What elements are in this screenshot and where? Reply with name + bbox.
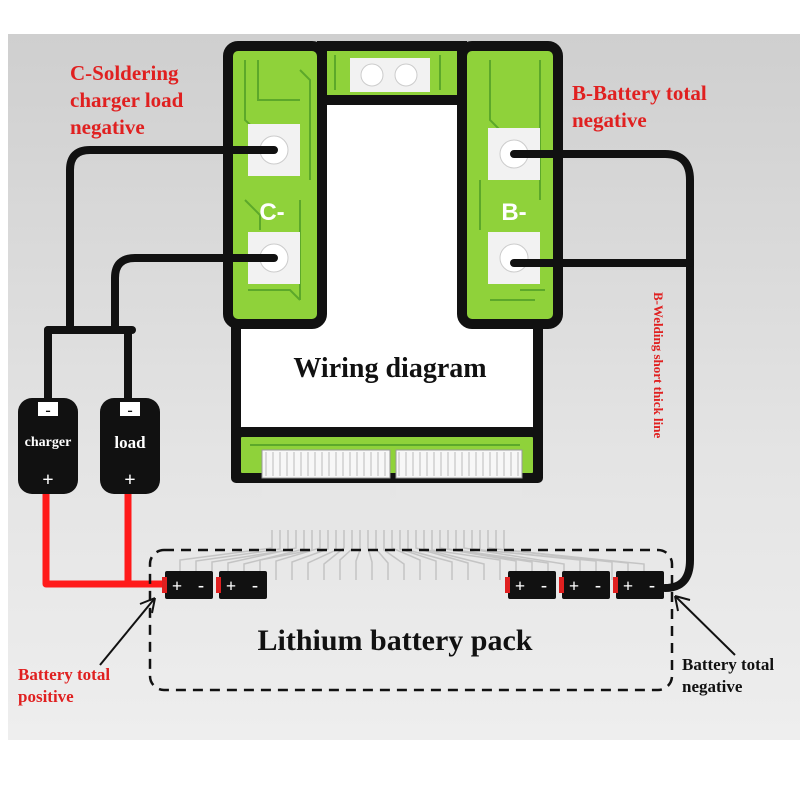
- cell-terminal: [505, 577, 510, 593]
- cell-negative-symbol: -: [252, 575, 258, 595]
- b-minus-label: B-: [501, 199, 526, 226]
- battery-negative-line-2: negative: [682, 677, 743, 696]
- cell-terminal: [162, 577, 167, 593]
- balance-lead: [423, 530, 485, 580]
- load-label: load: [114, 433, 146, 452]
- cell-positive-symbol: +: [569, 576, 579, 596]
- load-device: - load +: [100, 398, 160, 494]
- balance-lead: [291, 530, 329, 580]
- charger-label: charger: [25, 435, 72, 450]
- charger-pos-symbol: +: [42, 469, 53, 491]
- battery-positive-line-2: positive: [18, 687, 74, 706]
- load-neg-symbol: -: [127, 402, 132, 419]
- b-battery-total-negative-label: B-Battery total negative: [572, 81, 712, 132]
- pad-top-middle: [350, 58, 430, 92]
- balance-lead: [179, 530, 273, 580]
- wire-c-top: [66, 146, 278, 334]
- balance-lead: [391, 530, 421, 580]
- c-soldering-line-2: charger load: [70, 88, 184, 112]
- balance-lead: [399, 530, 437, 580]
- cell-body: [508, 571, 556, 599]
- battery-positive-line-1: Battery total: [18, 665, 110, 684]
- wire-b-top: [510, 150, 694, 592]
- b-welding-label: B-Welding short thick line: [651, 292, 666, 438]
- battery-pack-outline: [148, 548, 674, 692]
- cell-positive-symbol: +: [172, 576, 182, 596]
- battery-cell: +-: [559, 571, 610, 599]
- cell-positive-symbol: +: [515, 576, 525, 596]
- charger-neg-symbol: -: [45, 402, 50, 419]
- c-soldering-label: C-Soldering charger load negative: [70, 61, 189, 139]
- balance-lead: [307, 530, 337, 580]
- cell-body: [562, 571, 610, 599]
- balance-lead: [407, 530, 453, 580]
- cell-negative-symbol: -: [541, 575, 547, 595]
- arrow-head-positive: [139, 597, 156, 614]
- cell-terminal: [559, 577, 564, 593]
- charger-device: - charger +: [18, 398, 78, 494]
- wire-c-bottom: [111, 254, 278, 334]
- red-wires: [42, 493, 165, 588]
- cell-negative-symbol: -: [595, 575, 601, 595]
- cell-positive-symbol: +: [623, 576, 633, 596]
- balance-lead: [431, 530, 501, 580]
- balance-lead: [439, 530, 517, 580]
- balance-lead: [383, 530, 405, 580]
- battery-cell: +-: [162, 571, 213, 599]
- balance-lead: [375, 530, 389, 580]
- cell-negative-symbol: -: [649, 575, 655, 595]
- cell-body: [616, 571, 664, 599]
- cell-terminal: [613, 577, 618, 593]
- balance-lead: [259, 530, 313, 580]
- battery-cell: +-: [505, 571, 556, 599]
- cell-positive-symbol: +: [226, 576, 236, 596]
- balance-lead: [323, 530, 345, 580]
- battery-negative-line-1: Battery total: [682, 655, 774, 674]
- c-soldering-line-1: C-Soldering: [70, 61, 179, 85]
- cell-negative-symbol: -: [198, 575, 204, 595]
- arrow-battery-negative: [674, 595, 736, 656]
- battery-cell: +-: [613, 571, 664, 599]
- b-battery-line-2: negative: [572, 108, 647, 132]
- balance-lead: [195, 530, 281, 580]
- balance-leads: [179, 530, 645, 580]
- wiring-diagram-title: Wiring diagram: [293, 353, 486, 384]
- pad-b-bottom: [488, 232, 540, 284]
- connector-pins: [265, 452, 519, 476]
- balance-lead: [479, 530, 597, 580]
- battery-pack-label: Lithium battery pack: [257, 624, 532, 657]
- balance-lead: [339, 530, 353, 580]
- c-soldering-line-3: negative: [70, 115, 145, 139]
- b-battery-line-1: B-Battery total: [572, 81, 707, 105]
- arrow-battery-positive: [99, 597, 156, 666]
- cell-body: [165, 571, 213, 599]
- arrow-head-negative: [674, 595, 691, 612]
- c-minus-label: C-: [259, 199, 284, 226]
- balance-lead: [415, 530, 469, 580]
- battery-cell: +-: [216, 571, 267, 599]
- balance-lead: [275, 530, 321, 580]
- balance-connectors: [261, 449, 523, 530]
- balance-lead: [211, 530, 289, 580]
- bms-board: C- B- Wiring diagram: [223, 41, 563, 530]
- cell-terminal: [216, 577, 221, 593]
- balance-lead: [367, 530, 373, 580]
- balance-lead: [355, 530, 361, 580]
- battery-total-negative-label: Battery total negative: [682, 655, 778, 696]
- battery-total-positive-label: Battery total positive: [18, 665, 114, 706]
- black-wires: [44, 146, 694, 592]
- battery-cells: +-+-+-+-+-: [162, 571, 664, 599]
- cell-body: [219, 571, 267, 599]
- load-pos-symbol: +: [124, 469, 135, 491]
